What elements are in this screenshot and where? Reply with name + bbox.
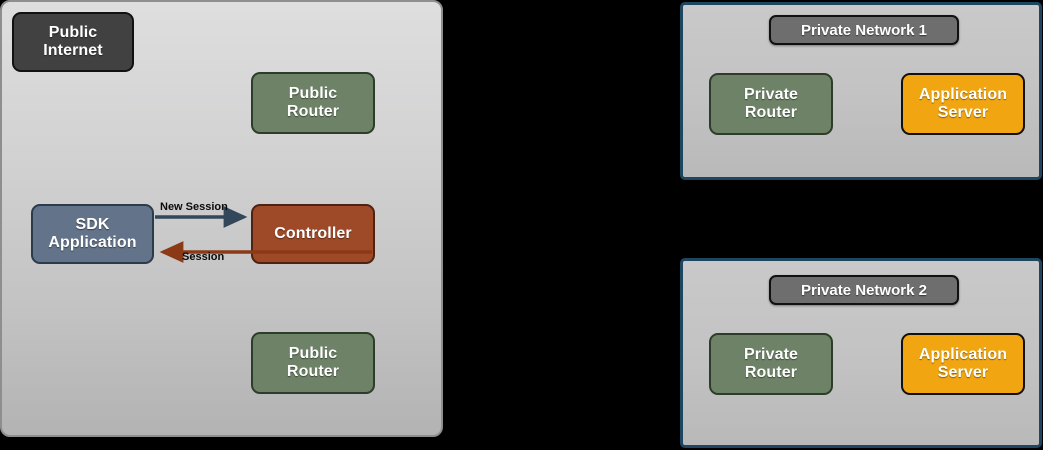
- session-flow-arrows: [155, 206, 372, 263]
- node-application-server-2[interactable]: Application Server: [901, 333, 1025, 395]
- arrow-label-session: Session: [182, 251, 225, 263]
- arrow-label-new-session: New Session: [160, 201, 228, 213]
- node-private-router-1[interactable]: Private Router: [709, 73, 833, 135]
- node-private-router-2[interactable]: Private Router: [709, 333, 833, 395]
- node-public-router-top[interactable]: Public Router: [251, 72, 375, 134]
- private-network-1-title: Private Network 1: [769, 15, 959, 45]
- node-public-router-bottom[interactable]: Public Router: [251, 332, 375, 394]
- private-network-2-panel: Private Network 2 Private Router Applica…: [680, 258, 1042, 448]
- private-network-2-title: Private Network 2: [769, 275, 959, 305]
- private-network-1-panel: Private Network 1 Private Router Applica…: [680, 2, 1042, 180]
- node-sdk-application[interactable]: SDK Application: [31, 204, 154, 264]
- node-public-internet[interactable]: Public Internet: [12, 12, 134, 72]
- public-zone-panel: Public Internet Public Router SDK Applic…: [0, 0, 443, 437]
- node-application-server-1[interactable]: Application Server: [901, 73, 1025, 135]
- node-controller[interactable]: Controller: [251, 204, 375, 264]
